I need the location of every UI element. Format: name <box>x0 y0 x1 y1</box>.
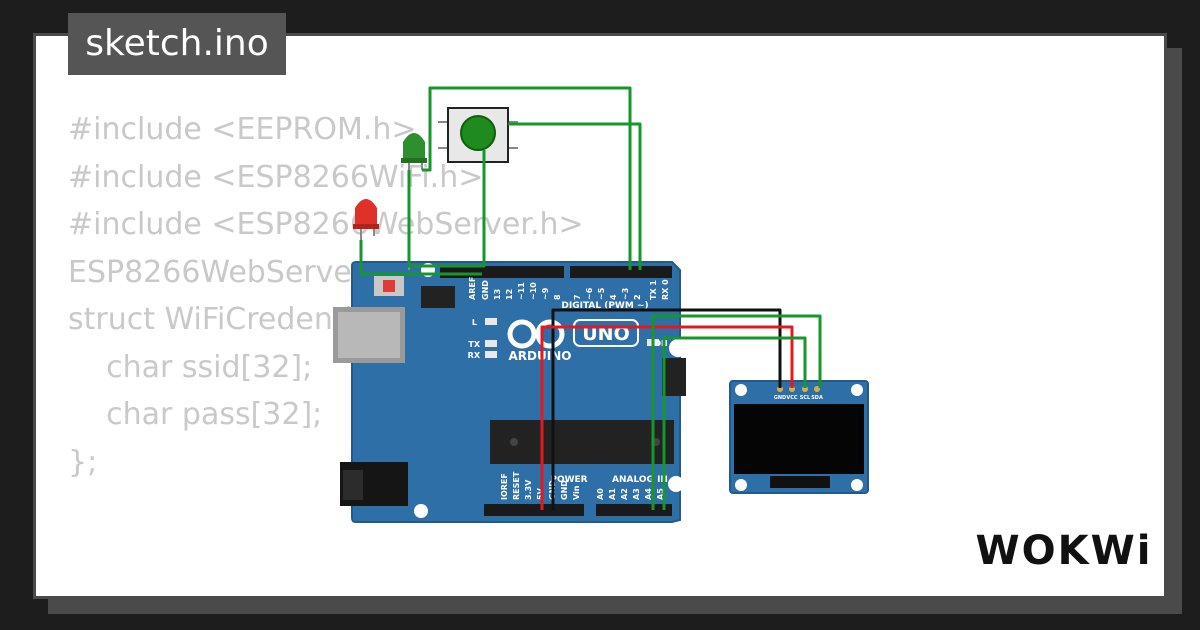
code-line: }; <box>68 444 98 480</box>
wire-oled-gnd <box>551 308 782 510</box>
oled-pin-vcc: VCC <box>786 395 798 401</box>
bottom-pin-label-10: A3 <box>632 488 641 500</box>
wokwi-logo-text: WOKWi <box>976 528 1152 574</box>
top-pin-label-4: ~11 <box>517 282 526 300</box>
top-pin-label-11: 4 <box>609 294 618 300</box>
bottom-pin-label-7: A0 <box>596 488 605 500</box>
wire-button <box>508 122 642 270</box>
pushbutton[interactable] <box>438 107 518 163</box>
top-pin-label-10: ~5 <box>597 287 606 300</box>
bottom-pin-label-5: GND <box>560 480 569 500</box>
bottom-pin-label-1: RESET <box>512 471 521 500</box>
arduino-logo-icon <box>507 319 565 349</box>
top-pin-label-7: 8 <box>553 294 562 300</box>
top-pin-label-5: ~10 <box>529 282 538 300</box>
code-line: ESP8266WebServer <box>68 254 365 290</box>
oled-screen <box>734 404 864 474</box>
atmega-chip <box>490 420 674 464</box>
wire-oled-scl <box>662 336 807 510</box>
wire-oled-vcc <box>540 325 794 510</box>
sketch-title: sketch.ino <box>68 13 286 75</box>
code-line: char ssid[32]; <box>68 349 313 385</box>
bottom-pin-label-8: A1 <box>608 488 617 500</box>
code-line: struct WiFiCredenti <box>68 302 353 337</box>
board-brand: ARDUINO <box>509 349 572 363</box>
arduino-uno-board[interactable]: ARDUINO UNO DIGITAL (PWM ~) POWER ANALOG… <box>333 261 687 523</box>
oled-pin-sda: SDA <box>811 395 823 401</box>
digital-header-right <box>570 266 672 278</box>
bottom-pin-label-11: A4 <box>644 488 653 500</box>
oled-pin-gnd: GND <box>774 395 786 401</box>
code-line: #include <ESP8266WebServer.h> <box>68 207 584 242</box>
digital-header-left <box>440 266 564 278</box>
top-pin-label-13: 2 <box>633 294 642 300</box>
red-led[interactable] <box>353 199 379 270</box>
top-pin-label-6: ~9 <box>541 287 550 300</box>
wire-red-led <box>359 240 482 276</box>
wire-oled-sda <box>651 314 822 510</box>
top-pin-label-8: 7 <box>573 294 582 300</box>
top-pin-label-3: 12 <box>505 289 514 300</box>
top-pin-label-12: ~3 <box>621 288 630 300</box>
oled-pin-scl: SCL <box>800 395 811 401</box>
top-pin-label-2: 13 <box>493 289 502 300</box>
bottom-pin-label-9: A2 <box>620 488 629 500</box>
tx-led-label: TX <box>468 340 480 349</box>
on-led-label: ON <box>654 339 668 348</box>
wire-green-led <box>422 86 632 270</box>
top-pin-label-1: GND <box>481 280 490 300</box>
oled-display[interactable]: GND VCC SCL SDA <box>729 380 869 494</box>
analog-in-label: ANALOG IN <box>612 475 668 485</box>
bottom-pin-label-6: Vin <box>572 485 581 500</box>
bottom-pin-label-0: IOREF <box>500 473 509 500</box>
wires <box>359 86 822 510</box>
code-line: char pass[32]; <box>68 397 323 432</box>
top-pin-label-0: AREF <box>468 277 477 300</box>
digital-pwm-label: DIGITAL (PWM ~) <box>561 301 648 311</box>
green-led[interactable] <box>401 133 427 270</box>
top-pin-label-9: ~6 <box>585 287 594 300</box>
power-header <box>484 504 584 516</box>
code-preview: #include <EEPROM.h> #include <ESP8266WiFi… <box>68 106 584 486</box>
code-line: #include <ESP8266WiFi.h> <box>68 159 484 195</box>
bottom-pin-label-12: A5 <box>656 488 665 500</box>
bottom-pin-label-2: 3.3V <box>524 479 533 500</box>
rx-led-label: RX <box>468 351 481 360</box>
wokwi-logo: WOKWi <box>976 528 1152 574</box>
top-pin-label-15: RX 0 <box>661 279 670 300</box>
analog-header <box>596 504 672 516</box>
power-label: POWER <box>550 475 587 485</box>
top-pin-label-14: TX 1 <box>649 280 658 300</box>
wire-gnd <box>407 150 486 268</box>
l-led-label: L <box>472 318 477 327</box>
code-line: #include <EEPROM.h> <box>68 112 417 147</box>
